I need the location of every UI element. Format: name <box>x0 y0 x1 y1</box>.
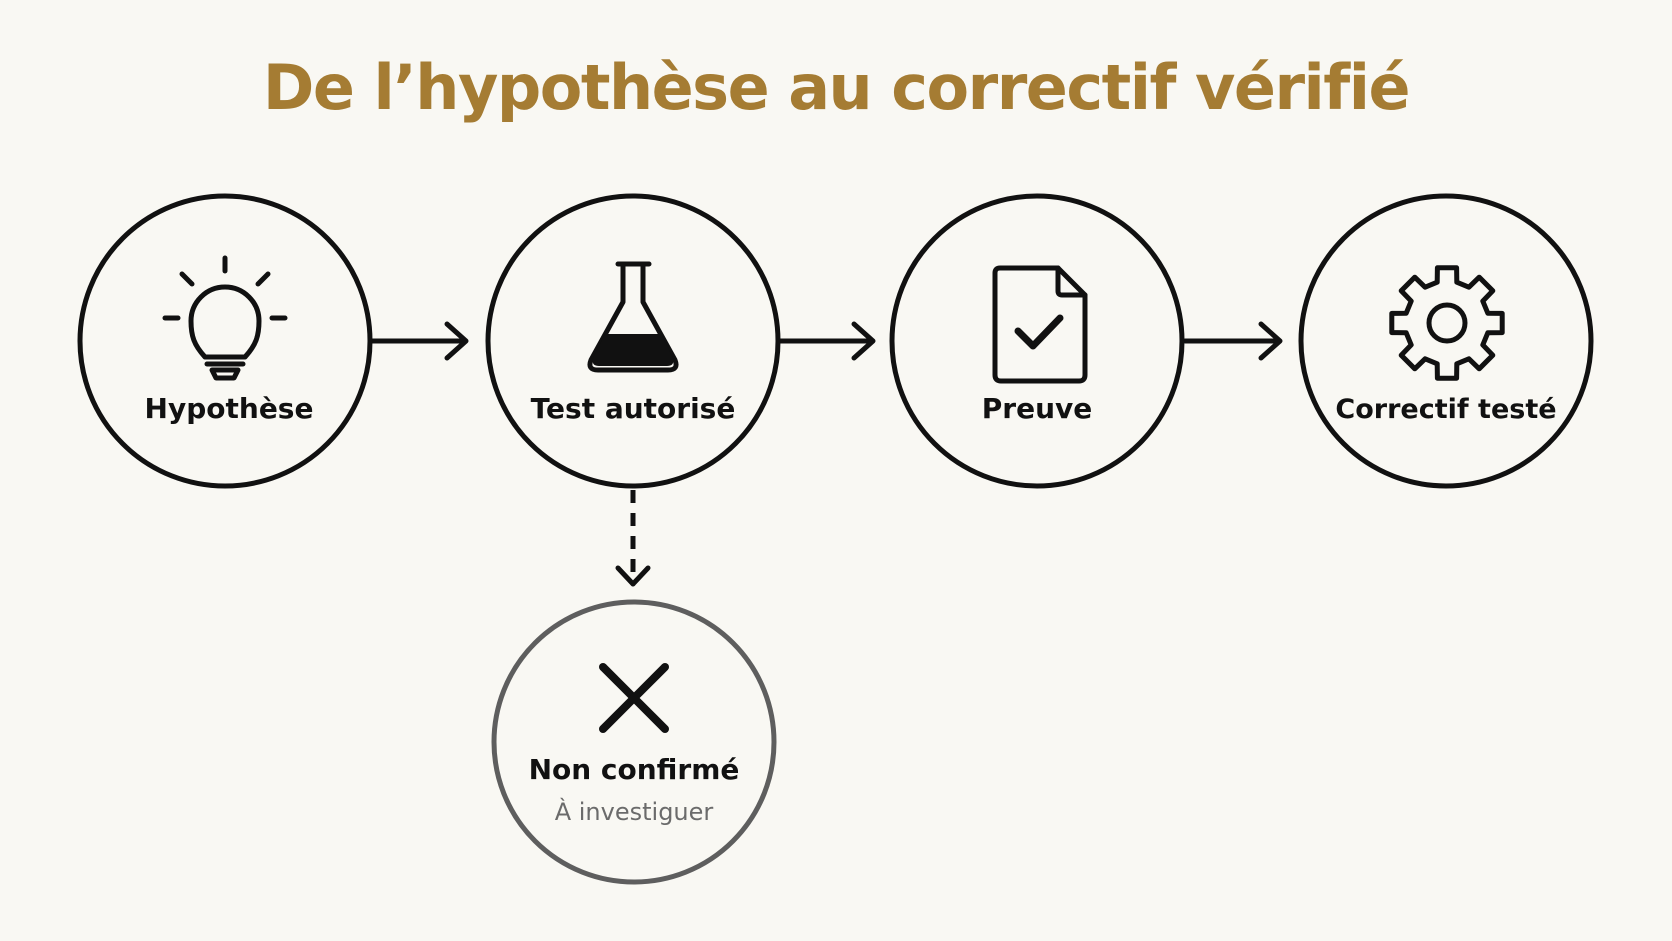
node-label: Non confirmé <box>529 753 740 786</box>
node-preuve: Preuve <box>889 193 1185 489</box>
node-correctif: Correctif testé <box>1298 193 1594 489</box>
edge-hypothese-test <box>367 321 469 361</box>
document-check-icon <box>992 265 1088 384</box>
diagram-title: De l’hypothèse au correctif vérifié <box>262 51 1411 124</box>
edge-preuve-correctif <box>1182 321 1283 361</box>
edge-test-non-confirme <box>615 490 651 587</box>
flask-icon <box>587 261 679 373</box>
gear-icon <box>1389 265 1505 381</box>
node-label: Preuve <box>982 392 1093 425</box>
edge-test-preuve <box>776 321 876 361</box>
node-hypothese: Hypothèse <box>77 193 373 489</box>
node-label: Test autorisé <box>531 392 736 425</box>
x-icon <box>599 663 669 733</box>
node-label: Hypothèse <box>145 392 314 425</box>
node-non-confirme: Non confirmé À investiguer <box>491 599 777 885</box>
node-label: Correctif testé <box>1335 394 1556 425</box>
node-sublabel: À investiguer <box>555 797 714 826</box>
lightbulb-icon <box>162 255 288 381</box>
node-test: Test autorisé <box>485 193 781 489</box>
